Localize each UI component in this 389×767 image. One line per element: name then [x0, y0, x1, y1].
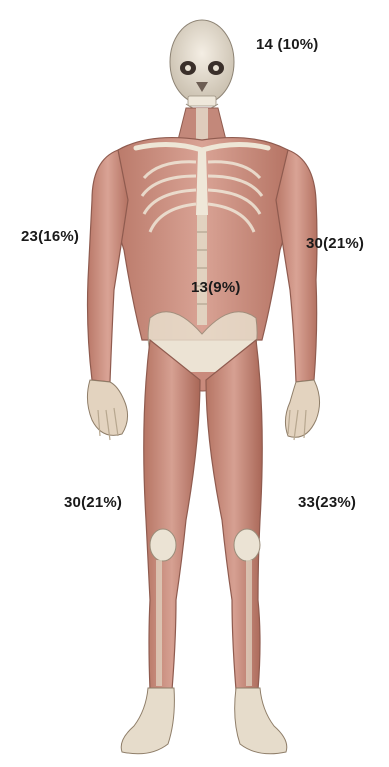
trunk-count-label: 13(9%)	[191, 279, 241, 296]
left-leg-region	[206, 340, 287, 754]
right-arm-count-label: 23(16%)	[21, 228, 79, 245]
head-region	[170, 20, 234, 110]
head-count-label: 14 (10%)	[256, 36, 318, 53]
left-leg-count-label: 33(23%)	[298, 494, 356, 511]
right-arm-region	[87, 150, 128, 440]
trunk-region	[112, 138, 292, 391]
left-arm-region	[276, 150, 320, 440]
right-leg-region	[121, 340, 200, 754]
right-leg-count-label: 30(21%)	[64, 494, 122, 511]
left-arm-count-label: 30(21%)	[306, 235, 364, 252]
